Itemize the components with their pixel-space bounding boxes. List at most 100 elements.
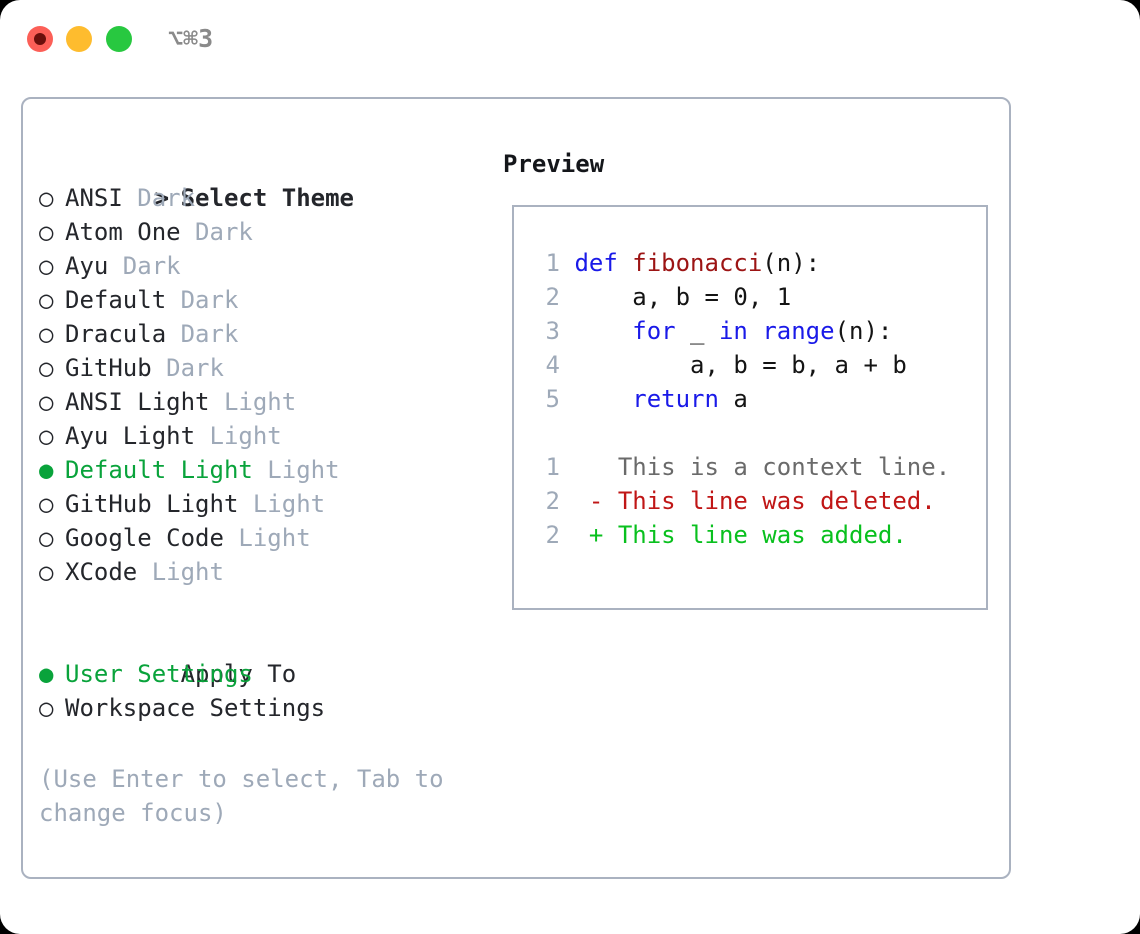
line-number: 1 xyxy=(545,249,560,277)
preview-diff-line: 2 - This line was deleted. xyxy=(538,484,968,518)
radio-selected-icon: ● xyxy=(39,660,54,688)
theme-list-item[interactable]: ○ GitHub Dark xyxy=(39,351,489,385)
diff-text: This line was deleted. xyxy=(617,487,936,515)
theme-variant-label: Dark xyxy=(122,184,196,212)
theme-list-item[interactable]: ○ Dracula Dark xyxy=(39,317,489,351)
radio-unselected-icon: ○ xyxy=(39,558,54,586)
radio-unselected-icon: ○ xyxy=(39,388,54,416)
window-minimize-button[interactable] xyxy=(66,26,92,52)
theme-list-item[interactable]: ○ Atom One Dark xyxy=(39,215,489,249)
keyboard-shortcut-label: ⌥⌘3 xyxy=(168,24,214,53)
theme-variant-label: Dark xyxy=(166,286,239,314)
preview-code-line: 1 def fibonacci(n): xyxy=(538,246,968,280)
theme-list-item[interactable]: ○ ANSI Light Light xyxy=(39,385,489,419)
theme-list-item[interactable]: ○ANSI Dark xyxy=(39,181,489,215)
line-number: 2 xyxy=(545,283,560,311)
preview-code-line: 3 for _ in range(n): xyxy=(538,314,968,348)
radio-selected-icon: ● xyxy=(39,456,54,484)
code-token xyxy=(574,317,632,345)
radio-unselected-icon: ○ xyxy=(39,524,54,552)
code-token: (n): xyxy=(762,249,821,277)
preview-diff-line: 2 + This line was added. xyxy=(538,518,968,552)
theme-list-item[interactable]: ○ Ayu Dark xyxy=(39,249,489,283)
theme-name-label: Dracula xyxy=(65,320,167,348)
preview-code-line: 4 a, b = b, a + b xyxy=(538,348,968,382)
preview-code-line: 5 return a xyxy=(538,382,968,416)
theme-name-label: ANSI Light xyxy=(65,388,210,416)
preview-diff-line: 1 This is a context line. xyxy=(538,450,968,484)
window-maximize-button[interactable] xyxy=(106,26,132,52)
theme-name-label: Ayu xyxy=(65,252,109,280)
preview-title: Preview xyxy=(503,150,605,178)
code-token: range xyxy=(762,317,835,345)
theme-list-header: >Select Theme xyxy=(39,147,489,212)
theme-name-label: GitHub xyxy=(65,354,152,382)
line-number: 4 xyxy=(545,351,560,379)
apply-to-item[interactable]: ○ Workspace Settings xyxy=(39,691,489,725)
code-token: fibonacci xyxy=(632,249,763,277)
code-token: for xyxy=(632,317,676,345)
code-token: a, b = 0, 1 xyxy=(574,283,792,311)
apply-to-header-label: Apply To xyxy=(180,660,297,688)
radio-unselected-icon: ○ xyxy=(39,218,54,246)
theme-list: ○ANSI Dark○Atom One Dark○Ayu Dark○Defaul… xyxy=(39,181,489,589)
line-number: 1 xyxy=(545,453,560,481)
code-token: _ xyxy=(675,317,719,345)
apply-to-item[interactable]: ● User Settings xyxy=(39,657,489,691)
theme-variant-label: Dark xyxy=(166,320,239,348)
preview-gap xyxy=(538,416,968,450)
theme-variant-label: Light xyxy=(137,558,224,586)
theme-variant-label: Light xyxy=(252,456,340,484)
theme-list-item[interactable]: ○XCode Light xyxy=(39,555,489,589)
diff-text: This line was added. xyxy=(617,521,907,549)
line-number: 5 xyxy=(545,385,560,413)
theme-variant-label: Dark xyxy=(180,218,253,246)
dialog-panel: >Select Theme ○ANSI Dark○Atom One Dark○A… xyxy=(21,97,1011,879)
line-number: 3 xyxy=(545,317,560,345)
theme-variant-label: Light xyxy=(195,422,282,450)
code-token: (n): xyxy=(834,317,893,345)
keyboard-hint-text: (Use Enter to select, Tab to change focu… xyxy=(39,765,459,827)
theme-list-item[interactable]: ○ Default Dark xyxy=(39,283,489,317)
diff-sign: - xyxy=(588,487,618,515)
preview-code-line: 2 a, b = 0, 1 xyxy=(538,280,968,314)
theme-name-label: Atom One xyxy=(65,218,181,246)
code-token: a xyxy=(718,385,748,413)
theme-list-item[interactable]: ● Default Light Light xyxy=(39,453,489,487)
code-token: return xyxy=(632,385,719,413)
theme-variant-label: Dark xyxy=(151,354,224,382)
radio-unselected-icon: ○ xyxy=(39,320,54,348)
radio-unselected-icon: ○ xyxy=(39,490,54,518)
theme-list-item[interactable]: ○Google Code Light xyxy=(39,521,489,555)
radio-unselected-icon: ○ xyxy=(39,252,54,280)
diff-sign: + xyxy=(588,521,618,549)
theme-variant-label: Light xyxy=(209,388,297,416)
code-token xyxy=(574,385,632,413)
radio-unselected-icon: ○ xyxy=(39,354,54,382)
theme-list-item[interactable]: ○ Ayu Light Light xyxy=(39,419,489,453)
radio-unselected-icon: ○ xyxy=(39,286,54,314)
code-token: in xyxy=(718,317,763,345)
theme-variant-label: Dark xyxy=(108,252,181,280)
prompt-caret-icon: > xyxy=(154,184,170,212)
window-titlebar: ⌥⌘3 xyxy=(0,0,1140,78)
theme-list-item[interactable]: ○GitHub Light Light xyxy=(39,487,489,521)
theme-name-label: Default Light xyxy=(65,456,253,484)
radio-unselected-icon: ○ xyxy=(39,422,54,450)
window-close-icon xyxy=(34,33,46,45)
theme-name-label: Ayu Light xyxy=(65,422,196,450)
diff-sign xyxy=(589,453,618,481)
theme-selector-column: >Select Theme ○ANSI Dark○Atom One Dark○A… xyxy=(39,147,489,725)
theme-name-label: ANSI xyxy=(65,184,123,212)
line-number: 2 xyxy=(545,487,560,515)
theme-name-label: Default xyxy=(65,286,167,314)
apply-to-label: User Settings xyxy=(65,660,253,688)
apply-to-header: Apply To xyxy=(39,623,489,688)
line-number: 2 xyxy=(545,521,560,549)
apply-to-label: Workspace Settings xyxy=(65,694,326,722)
list-spacer xyxy=(39,589,489,623)
radio-unselected-icon: ○ xyxy=(39,694,54,722)
